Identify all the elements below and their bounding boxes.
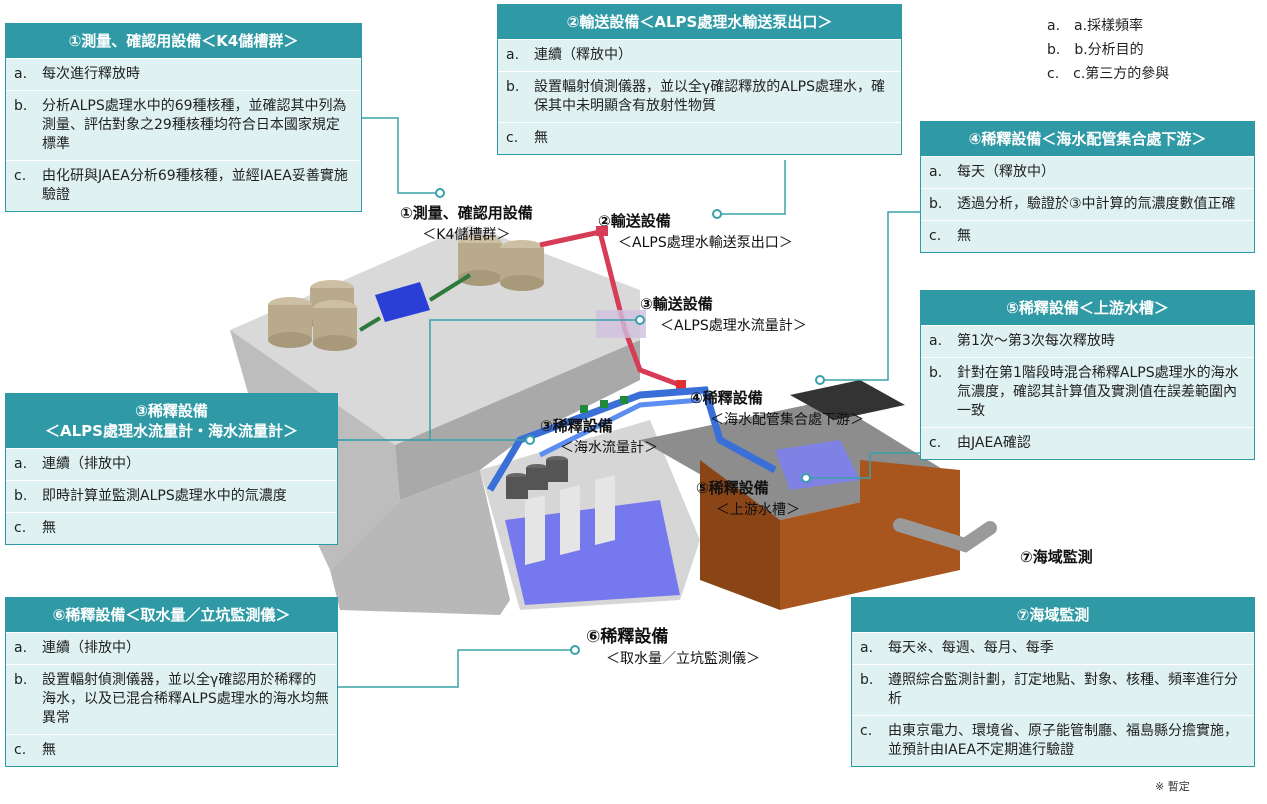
legend: a. a.採樣頻率 b. b.分析目的 c. c.第三方的參與: [1047, 14, 1169, 86]
pump-outlet-monitor: [596, 226, 608, 236]
soil-front: [700, 460, 780, 610]
card-title: ②輸送設備＜ALPS處理水輸送泵出口＞: [498, 5, 901, 39]
row-b: b.針對在第1階段時混合稀釋ALPS處理水的海水氚濃度，確認其計算值及實測值在誤…: [921, 357, 1254, 427]
concrete-wall: [330, 470, 510, 615]
mixing-point: [676, 380, 686, 392]
label-seawater-flowmeter: ③稀釋設備 ＜海水流量計＞: [540, 417, 658, 456]
partition-3: [595, 475, 615, 545]
card-measurement-k4: ①測量、確認用設備＜K4儲槽群＞ a.每次進行釋放時 b.分析ALPS處理水中的…: [5, 23, 362, 212]
row-b: b.透過分析，驗證於③中計算的氚濃度數值正確: [921, 188, 1254, 220]
row-a: a.第1次～第3次每次釋放時: [921, 325, 1254, 357]
row-c: c.無: [6, 734, 337, 766]
blue-building: [375, 282, 430, 322]
soil-right: [860, 460, 960, 570]
seawater-pumps: [506, 396, 628, 499]
row-b: b.即時計算並監測ALPS處理水中的氚濃度: [6, 480, 337, 512]
card-dilution-flowmeter: ③稀釋設備 ＜ALPS處理水流量計・海水流量計＞ a.連續（排放中） b.即時計…: [5, 393, 338, 545]
row-c: c.無: [6, 512, 337, 544]
row-b: b.分析ALPS處理水中的69種核種，並確認其中列為測量、評估對象之29種核種均…: [6, 90, 361, 160]
row-c: c.由JAEA確認: [921, 427, 1254, 459]
row-b: b.設置輻射偵測儀器，並以全γ確認用於稀釋的海水，以及已混合稀釋ALPS處理水的…: [6, 664, 337, 734]
legend-item: c. c.第三方的參與: [1047, 66, 1170, 82]
row-a: a.連續（排放中）: [6, 632, 337, 664]
row-c: c.無: [498, 122, 901, 154]
building-roof: [790, 380, 905, 420]
card-transfer-pump: ②輸送設備＜ALPS處理水輸送泵出口＞ a.連續（釋放中） b.設置輻射偵測儀器…: [497, 4, 902, 155]
label-k4-tanks: ①測量、確認用設備 ＜K4儲槽群＞: [400, 204, 533, 243]
card-title: ①測量、確認用設備＜K4儲槽群＞: [6, 24, 361, 58]
card-title: ⑦海域監測: [852, 598, 1254, 632]
label-downstream: ④稀釋設備 ＜海水配管集合處下游＞: [690, 389, 864, 428]
provisional-note: ※ 暫定: [1155, 780, 1190, 793]
legend-item: b. b.分析目的: [1047, 42, 1144, 58]
card-dilution-downstream: ④稀釋設備＜海水配管集合處下游＞ a.每天（釋放中） b.透過分析，驗證於③中計…: [920, 121, 1255, 253]
row-a: a.連續（釋放中）: [498, 39, 901, 71]
row-a: a.每天（釋放中）: [921, 156, 1254, 188]
green-pipe: [358, 273, 472, 332]
row-c: c.無: [921, 220, 1254, 252]
partition-1: [525, 495, 545, 565]
row-b: b.遵照綜合監測計劃，訂定地點、對象、核種、頻率進行分析: [852, 664, 1254, 715]
card-title: ③稀釋設備 ＜ALPS處理水流量計・海水流量計＞: [6, 394, 337, 448]
seawater-pipe-2: [538, 397, 701, 458]
card-title: ⑤稀釋設備＜上游水槽＞: [921, 291, 1254, 325]
card-dilution-intake-shaft: ⑥稀釋設備＜取水量／立坑監測儀＞ a.連續（排放中） b.設置輻射偵測儀器，並以…: [5, 597, 338, 767]
label-sea-monitoring: ⑦海域監測: [1020, 548, 1093, 566]
card-title: ④稀釋設備＜海水配管集合處下游＞: [921, 122, 1254, 156]
seawater-pipe-1: [486, 386, 777, 492]
leader-dots: [435, 188, 825, 655]
shaft-water: [505, 500, 680, 605]
discharge-pipe: [893, 518, 997, 553]
card-title: ⑥稀釋設備＜取水量／立坑監測儀＞: [6, 598, 337, 632]
partition-2: [560, 485, 580, 555]
row-c: c.由化研與JAEA分析69種核種，並經IAEA妥善實施驗證: [6, 160, 361, 211]
label-intake-shaft: ⑥稀釋設備 ＜取水量／立坑監測儀＞: [586, 627, 760, 667]
row-a: a.連續（排放中）: [6, 448, 337, 480]
row-a: a.每次進行釋放時: [6, 58, 361, 90]
concrete-front: [395, 340, 640, 500]
legend-item: a. a.採樣頻率: [1047, 18, 1144, 34]
label-transfer-pump: ②輸送設備 ＜ALPS處理水輸送泵出口＞: [598, 212, 793, 251]
row-b: b.設置輻射偵測儀器，並以全γ確認釋放的ALPS處理水，確保其中未明顯含有放射性…: [498, 71, 901, 122]
card-sea-monitoring: ⑦海域監測 a.每天※、每週、每月、每季 b.遵照綜合監測計劃，訂定地點、對象、…: [851, 597, 1255, 767]
row-c: c.由東京電力、環境省、原子能管制廳、福島縣分擔實施，並預計由IAEA不定期進行…: [852, 715, 1254, 766]
label-upstream-tank: ⑤稀釋設備 ＜上游水槽＞: [696, 479, 800, 518]
leader-lines: [338, 117, 920, 688]
label-alps-flowmeter: ③輸送設備 ＜ALPS處理水流量計＞: [640, 295, 807, 334]
row-a: a.每天※、每週、每月、每季: [852, 632, 1254, 664]
card-dilution-upstream-tank: ⑤稀釋設備＜上游水槽＞ a.第1次～第3次每次釋放時 b.針對在第1階段時混合稀…: [920, 290, 1255, 460]
k4-tanks: [268, 235, 544, 351]
